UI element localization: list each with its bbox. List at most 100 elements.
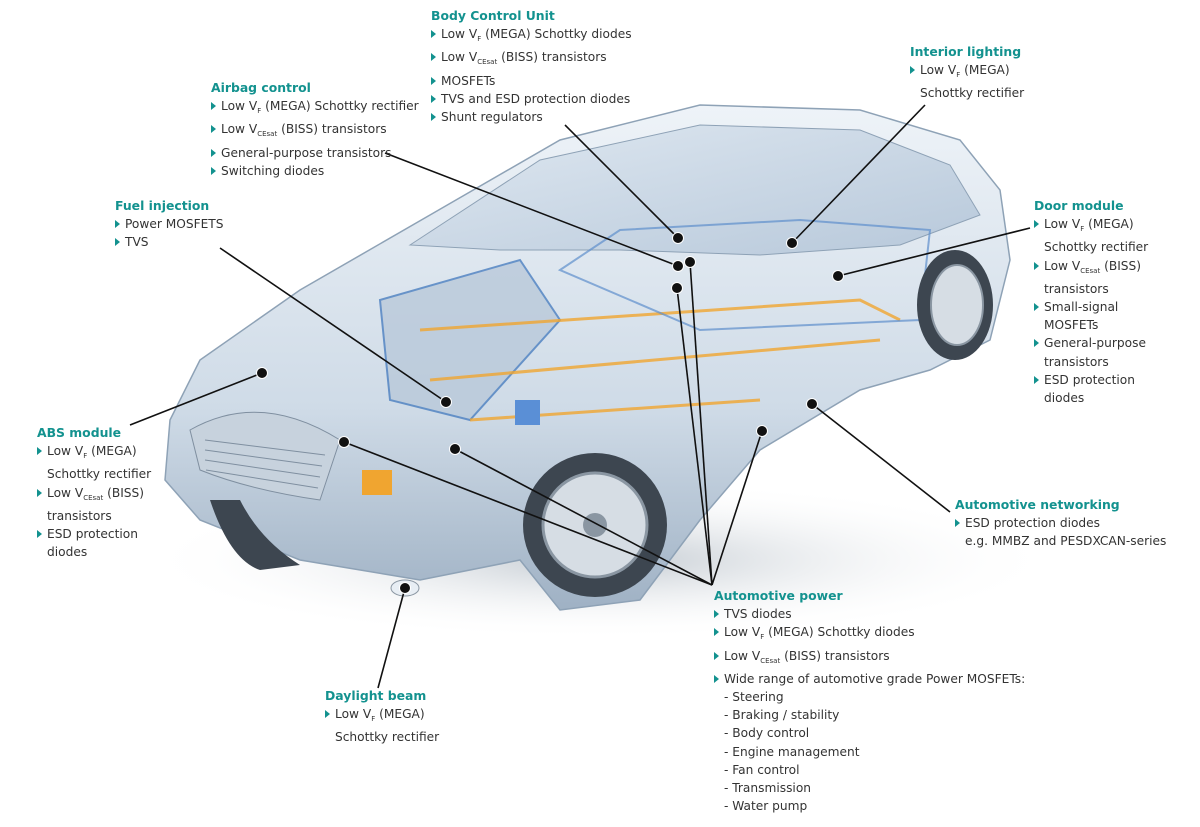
bullet-arrow-icon — [1034, 303, 1039, 312]
item-text: (MEGA) — [87, 444, 137, 459]
item-text: Shunt regulators — [441, 110, 543, 125]
callout-item: Switching diodes — [211, 162, 419, 180]
item-text: General-purpose — [1044, 336, 1146, 351]
callout-item-continuation: e.g. MMBZ and PESDXCAN-series — [965, 534, 1167, 549]
callout-subitem: - Steering — [724, 690, 784, 705]
bullet-arrow-icon — [714, 628, 719, 637]
bullet-arrow-icon — [211, 102, 216, 111]
callout-subitem: - Transmission — [724, 781, 812, 796]
callout-title: Automotive networking — [955, 497, 1120, 512]
item-text: ESD protection diodes — [965, 516, 1100, 531]
callout-item-continuation: diodes — [1044, 391, 1085, 406]
callout-item: General-purpose — [1034, 334, 1148, 352]
item-text: Low V — [1044, 258, 1081, 273]
subscript: F — [956, 71, 961, 80]
item-text: (MEGA) — [375, 707, 425, 722]
item-text: (BISS) transistors — [780, 648, 890, 663]
bullet-arrow-icon — [431, 53, 436, 62]
bullet-arrow-icon — [714, 651, 719, 660]
callout-item: TVS diodes — [714, 605, 1025, 623]
callout-item: Power MOSFETS — [115, 215, 223, 233]
bullet-arrow-icon — [431, 76, 436, 85]
item-text: Switching diodes — [221, 163, 325, 178]
callout-subitem: - Water pump — [724, 799, 808, 814]
callout-item: General-purpose transistors — [211, 144, 419, 162]
rear-wheel — [917, 250, 993, 360]
callout-title: Body Control Unit — [431, 8, 555, 23]
bullet-arrow-icon — [1034, 220, 1039, 229]
bullet-arrow-icon — [325, 710, 330, 719]
item-text: (BISS) — [1100, 258, 1142, 273]
callout-item: Shunt regulators — [431, 108, 632, 126]
subscript: F — [477, 35, 482, 44]
fog-light — [390, 579, 420, 597]
callout-item-continuation: transistors — [47, 508, 112, 523]
callout-item: Small-signal — [1034, 298, 1148, 316]
item-text: (BISS) transistors — [277, 122, 387, 137]
subscript: F — [257, 107, 262, 116]
callout-item-continuation: transistors — [1044, 281, 1109, 296]
item-text: Wide range of automotive grade Power MOS… — [724, 671, 1026, 686]
callout-item: ESD protection diodes — [955, 514, 1166, 532]
callout-item-continuation: Schottky rectifier — [920, 86, 1025, 101]
item-text: Low V — [441, 27, 478, 42]
item-text: Power MOSFETS — [125, 217, 224, 232]
callout-subitem: - Body control — [724, 726, 810, 741]
ecu-module — [515, 400, 540, 425]
item-text: (MEGA) Schottky diodes — [764, 625, 915, 640]
callout-item: Low VF (MEGA) Schottky rectifier — [211, 97, 419, 120]
callout-item: Low VF (MEGA) Schottky diodes — [431, 25, 632, 48]
item-text: Low V — [920, 63, 957, 78]
item-text: TVS — [125, 235, 149, 250]
front-wheel — [523, 453, 667, 597]
item-text: Low V — [724, 648, 761, 663]
callout-title: ABS module — [37, 425, 122, 440]
callout-item: ESD protection — [37, 525, 151, 543]
callout-item: Low VCEsat (BISS) transistors — [211, 120, 419, 143]
item-text: TVS and ESD protection diodes — [441, 91, 631, 106]
callout-item: TVS and ESD protection diodes — [431, 90, 632, 108]
item-text: Low V — [47, 485, 84, 500]
bullet-arrow-icon — [211, 148, 216, 157]
bullet-arrow-icon — [1034, 375, 1039, 384]
bullet-arrow-icon — [431, 94, 436, 103]
subscript: CEsat — [83, 493, 104, 502]
item-text: Low V — [441, 50, 478, 65]
callout-subitem: - Braking / stability — [724, 708, 840, 723]
callout-item-continuation: Schottky rectifier — [335, 730, 440, 745]
callout-title: Interior lighting — [910, 44, 1022, 59]
callout-item: MOSFETs — [431, 72, 632, 90]
front-left-wheel — [210, 500, 300, 570]
callout-item: Low VCEsat (BISS) transistors — [714, 647, 1025, 670]
callout-subitem: - Fan control — [724, 762, 800, 777]
bullet-arrow-icon — [431, 113, 436, 122]
subscript: F — [371, 715, 376, 724]
subscript: CEsat — [477, 58, 498, 67]
bullet-arrow-icon — [37, 530, 42, 539]
callout-item: Low VF (MEGA) — [1034, 215, 1148, 238]
callout-item-continuation: diodes — [47, 545, 88, 560]
bullet-arrow-icon — [714, 674, 719, 683]
item-text: Low V — [221, 122, 258, 137]
bullet-arrow-icon — [910, 66, 915, 75]
bullet-arrow-icon — [37, 488, 42, 497]
callout-title: Door module — [1034, 198, 1124, 213]
battery — [362, 470, 392, 495]
bullet-arrow-icon — [211, 125, 216, 134]
callout-subitem: - Engine management — [724, 744, 860, 759]
callout-item-continuation: transistors — [1044, 354, 1109, 369]
subscript: CEsat — [760, 656, 781, 665]
item-text: (MEGA) Schottky rectifier — [261, 99, 419, 114]
callout-item: ESD protection — [1034, 371, 1148, 389]
subscript: CEsat — [257, 130, 278, 139]
item-text: Low V — [724, 625, 761, 640]
callout-item-continuation: MOSFETs — [1044, 318, 1099, 333]
bullet-arrow-icon — [1034, 261, 1039, 270]
callout-item: Low VCEsat (BISS) — [37, 484, 151, 507]
